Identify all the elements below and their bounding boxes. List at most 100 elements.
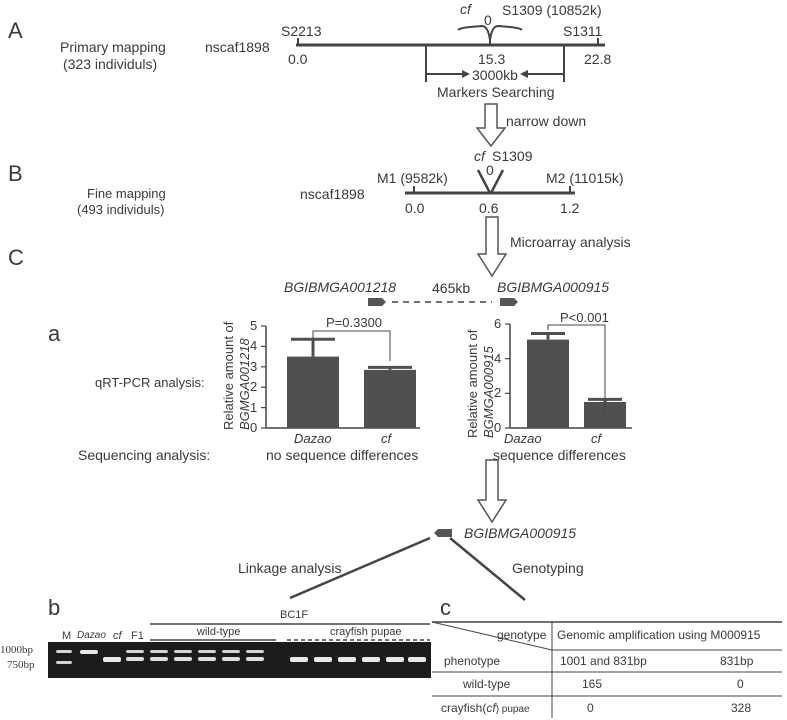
narrow-down-arrow [475, 103, 507, 148]
panel-label-a-upper: A [8, 18, 23, 43]
table-col2: 831bp [720, 654, 754, 668]
narrow-down-label: narrow down [506, 113, 587, 129]
table-row-wildtype-v2: 0 [737, 677, 744, 691]
table-amplification: Genomic amplification using M000915 [557, 628, 761, 642]
gene-arrow-left [368, 298, 386, 306]
marker-m1: M1 (9582k) [377, 170, 448, 186]
table-genotype-label: genotype [497, 628, 547, 642]
gel-band [338, 657, 356, 662]
cf-label-fine: cf [474, 148, 485, 164]
chart2-tick-label: 4 [494, 350, 502, 366]
marker-s2213-pos: 0.0 [288, 51, 308, 67]
panel-label-c-upper: C [8, 245, 24, 270]
table-row-crayfish-v2: 328 [731, 701, 752, 715]
panel-label-c-lower: c [440, 595, 451, 620]
gel-band [150, 657, 168, 661]
primary-scaffold-name: nscaf1898 [205, 39, 270, 55]
chart1-significance-bracket [312, 330, 391, 361]
microarray-label: Microarray analysis [510, 234, 631, 250]
gel-lane-f1: F1 [131, 630, 144, 642]
panel-label-a-lower: a [48, 321, 61, 346]
table-phenotype-label: phenotype [444, 654, 501, 668]
chart2-tick-label: 0 [494, 420, 502, 435]
gel-lane-m: M [62, 630, 72, 642]
chart1-pvalue: P=0.3300 [326, 315, 383, 330]
seq-row-label: Sequencing analysis: [78, 447, 211, 463]
gene-left-name: BGIBMGA001218 [284, 279, 397, 295]
gene-distance: 465kb [432, 280, 471, 296]
chart-2 [505, 323, 632, 429]
table-col1: 1001 and 831bp [560, 654, 647, 668]
gel-lane-cf: cf [113, 630, 122, 642]
gel-band [198, 657, 216, 661]
gene-right-name: BGIBMGA000915 [497, 279, 610, 295]
chart1-tick-label: 4 [250, 338, 258, 354]
marker-s1309-primary: S1309 (10852k) [502, 2, 602, 18]
chart1-bar-1 [364, 369, 416, 428]
marker-s2213: S2213 [281, 23, 322, 39]
gel-lane-dazao: Dazao [77, 630, 106, 641]
fine-scaffold-name: nscaf1898 [300, 186, 365, 202]
chart2-significance-bracket [547, 324, 606, 412]
primary-mid-pos: 15.3 [478, 51, 506, 67]
gel-band [126, 657, 144, 661]
chart1-tick-label: 0 [250, 420, 258, 435]
marker-s1311: S1311 [563, 23, 603, 39]
cf-brace [457, 24, 523, 41]
fine-title-1: Fine mapping [87, 186, 166, 201]
microarray-arrow [476, 216, 508, 278]
gel-band [80, 650, 98, 654]
final-gene-arrow [434, 529, 452, 537]
fine-pos-left: 0.0 [405, 200, 425, 216]
chart1-tick-label: 3 [250, 358, 258, 374]
table-row-wildtype-label: wild-type [463, 677, 511, 691]
gel-band [222, 650, 240, 653]
gel-crayfish: crayfish pupae [330, 626, 402, 638]
cf-zero-fine: 0 [486, 162, 494, 178]
gel-band [126, 650, 144, 653]
gel-band [246, 650, 264, 653]
gene-arrow-right [500, 298, 518, 306]
table-row-crayfish-v1: 0 [587, 701, 594, 715]
gel-band [246, 657, 264, 661]
chart2-ylabel-1: Relative amount of [465, 329, 480, 438]
chart-1 [261, 325, 420, 429]
genotyping-label: Genotyping [512, 560, 584, 576]
chart1-cat-cf: cf [381, 431, 392, 446]
fine-title-2: (493 individuls) [77, 202, 165, 217]
gel-1000bp: 1000bp [0, 644, 33, 656]
table-row-crayfish-label: crayfish(cf) pupae [441, 701, 530, 715]
fine-pos-right: 1.2 [560, 200, 580, 216]
gel-band [174, 657, 192, 661]
gel-band [408, 657, 426, 662]
gel-band [386, 657, 404, 662]
gel-band [56, 650, 72, 653]
table-row-wildtype-v1: 165 [582, 677, 603, 691]
gel-band [103, 657, 121, 662]
chart2-bar-0 [527, 339, 569, 428]
fine-pos-mid: 0.6 [479, 200, 499, 216]
chart2-cat-cf: cf [591, 431, 602, 446]
chart2-result: sequence differences [493, 447, 626, 463]
sequencing-arrow [476, 459, 508, 524]
gel-band [290, 657, 308, 662]
gel-bc1f: BC1F [280, 609, 309, 621]
chart1-bar-0 [287, 356, 339, 428]
chart2-tick-label: 2 [494, 385, 502, 401]
gel-band [222, 657, 240, 661]
gel-band [56, 661, 72, 664]
chart1-ylabel-1: Relative amount of [221, 321, 236, 430]
marker-s1311-pos: 22.8 [584, 51, 612, 67]
panel-label-b-lower: b [48, 595, 61, 620]
chart1-tick-label: 5 [250, 318, 258, 333]
gel-band [362, 657, 380, 662]
chart2-pvalue: P<0.001 [560, 310, 609, 325]
primary-title-1: Primary mapping [60, 39, 166, 55]
gel-band [174, 650, 192, 653]
qpcr-row-label: qRT-PCR analysis: [95, 375, 205, 390]
panel-label-b-upper: B [8, 161, 23, 186]
final-gene-name: BGIBMGA000915 [464, 525, 577, 541]
primary-title-2: (323 individuls) [63, 56, 158, 72]
search-label: Markers Searching [437, 84, 555, 100]
